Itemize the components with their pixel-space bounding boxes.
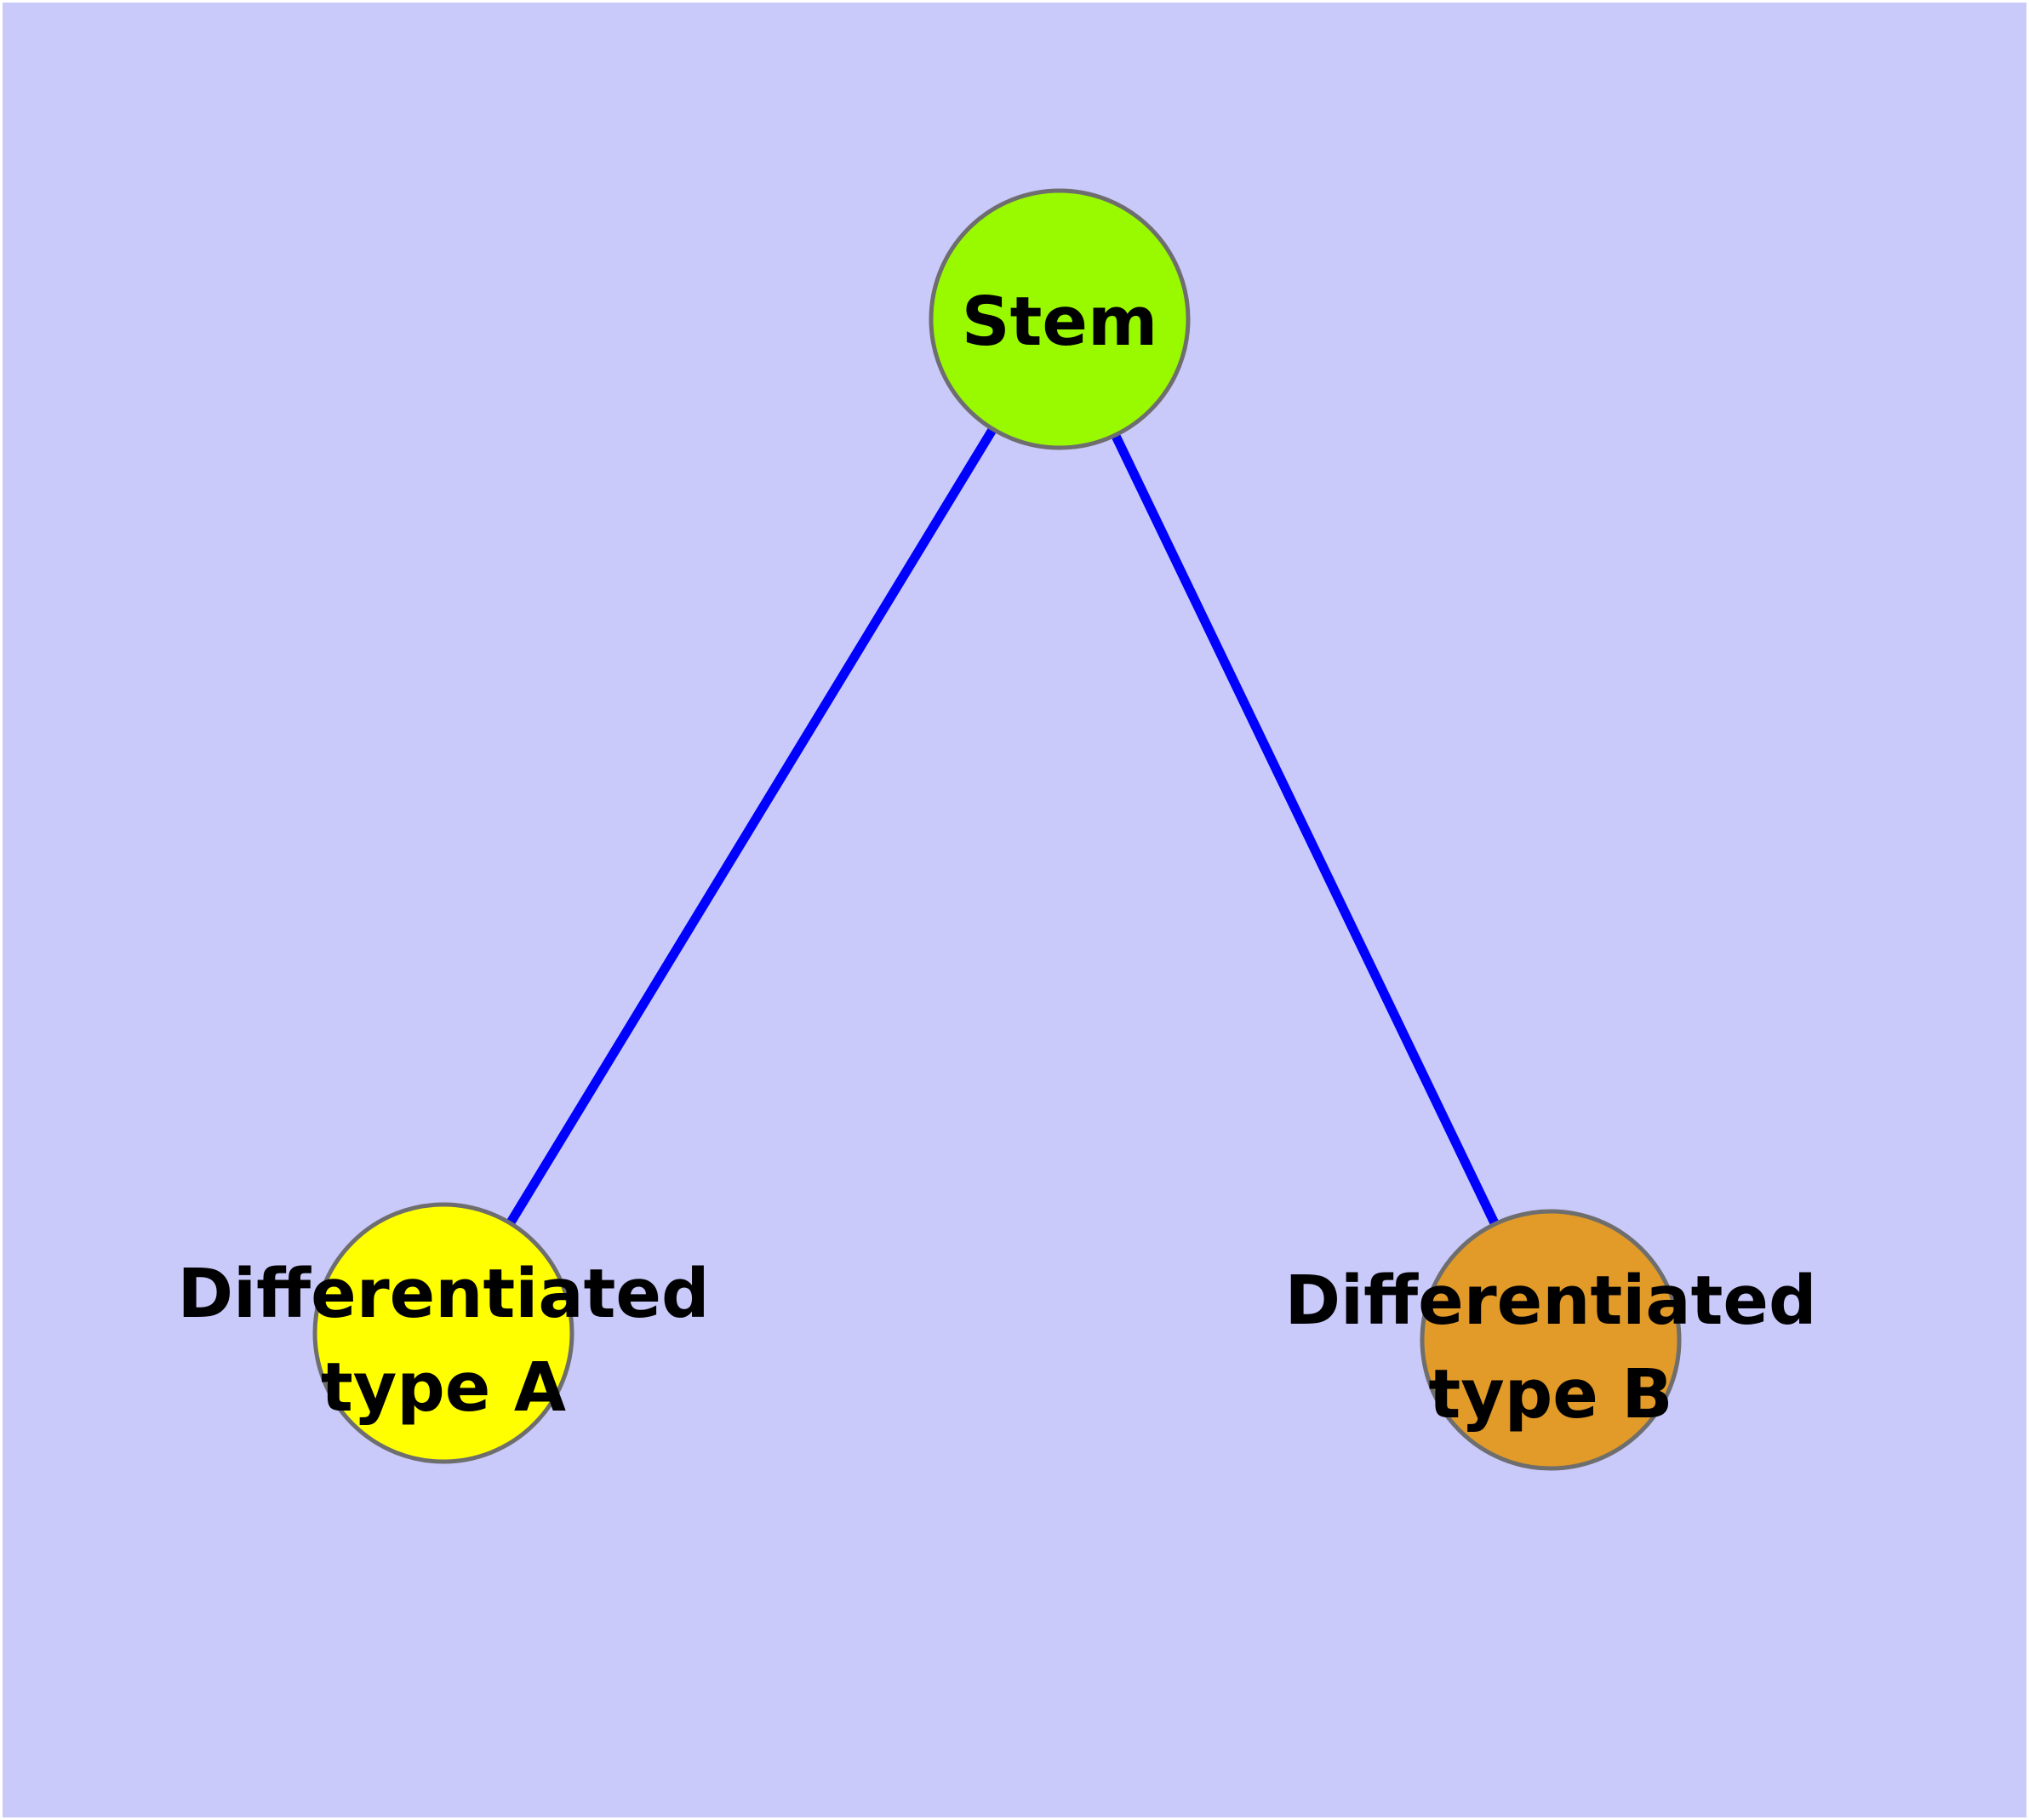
node-label-line: type A bbox=[320, 1348, 567, 1427]
edge-stem-to-differentiated-type-a[interactable] bbox=[439, 317, 1064, 1336]
node-label-stem: Stem bbox=[962, 275, 1158, 369]
node-circle-differentiated-type-a[interactable] bbox=[312, 1202, 574, 1464]
node-label-line: Stem bbox=[961, 283, 1158, 361]
nodes-layer bbox=[312, 188, 1682, 1471]
node-label-differentiated-type-a: Differentiated type A bbox=[177, 1247, 709, 1434]
node-label-differentiated-type-b: Differentiated type B bbox=[1284, 1254, 1816, 1441]
node-label-line: Differentiated bbox=[1284, 1262, 1817, 1340]
node-label-line: Differentiated bbox=[177, 1255, 710, 1333]
node-circle-stem[interactable] bbox=[929, 188, 1191, 450]
edges-layer bbox=[439, 317, 1555, 1342]
node-label-line: type B bbox=[1428, 1355, 1673, 1434]
edge-stem-to-differentiated-type-b[interactable] bbox=[1055, 317, 1555, 1342]
node-circle-differentiated-type-b[interactable] bbox=[1420, 1209, 1682, 1471]
